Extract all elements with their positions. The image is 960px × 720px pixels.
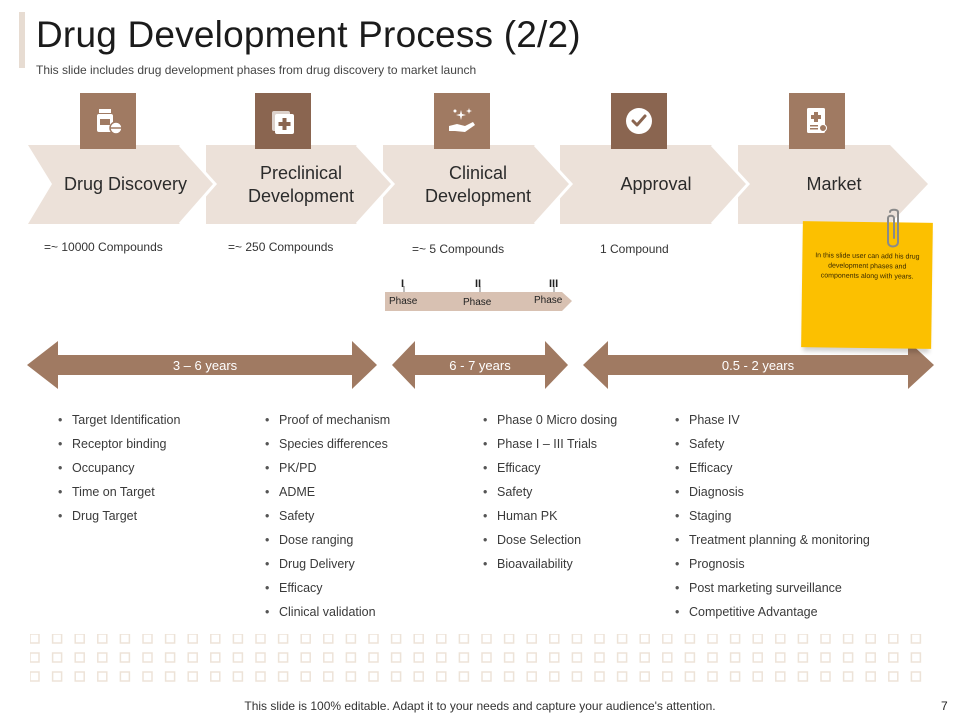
- phase-label-3: Phase: [534, 295, 563, 306]
- list-item: Phase IV: [675, 412, 870, 436]
- phase-numeral-3: III: [549, 278, 559, 290]
- phase-label-market: Market: [806, 174, 862, 194]
- list-item: Species differences: [265, 436, 390, 460]
- chevron-preclinical: [206, 145, 393, 224]
- page-number: 7: [941, 699, 948, 713]
- phase-label-2: Phase: [463, 297, 492, 308]
- phase-label-preclinical: Preclinical Development: [247, 162, 355, 206]
- medicine-bottle-icon: [80, 93, 136, 149]
- list-item: Efficacy: [483, 460, 617, 484]
- phase-label-approval: Approval: [620, 174, 692, 194]
- list-item: Time on Target: [58, 484, 180, 508]
- list-item: Drug Target: [58, 508, 180, 532]
- phase-label-drug-discovery: Drug Discovery: [63, 174, 188, 194]
- list-item: Phase I – III Trials: [483, 436, 617, 460]
- list-item: Human PK: [483, 508, 617, 532]
- duration-label-1: 3 – 6 years: [172, 358, 238, 373]
- chevron-market: [738, 145, 928, 224]
- list-item: Safety: [483, 484, 617, 508]
- duration-arrow-1: [27, 341, 377, 389]
- paperclip-icon: [887, 208, 899, 248]
- phase-numeral-1: I: [401, 278, 405, 290]
- duration-label-2: 6 - 7 years: [449, 358, 511, 373]
- duration-arrow-3: [583, 341, 934, 389]
- list-item: Dose Selection: [483, 532, 617, 556]
- hand-sparkle-icon: [434, 93, 490, 149]
- footer-text: This slide is 100% editable. Adapt it to…: [244, 699, 716, 713]
- list-item: Safety: [675, 436, 870, 460]
- compounds-preclinical: =~ 250 Compounds: [228, 240, 334, 254]
- list-item: Occupancy: [58, 460, 180, 484]
- list-item: Drug Delivery: [265, 556, 390, 580]
- list-item: Target Identification: [58, 412, 180, 436]
- clinical-phase-arrow: [385, 292, 572, 311]
- list-item: Bioavailability: [483, 556, 617, 580]
- compounds-drug-discovery: =~ 10000 Compounds: [44, 240, 163, 254]
- list-item: Clinical validation: [265, 604, 390, 628]
- duration-arrow-2: [392, 341, 568, 389]
- chevron-drug-discovery: [28, 145, 215, 224]
- phase-numeral-2: II: [475, 278, 482, 290]
- list-discovery: Target Identification Receptor binding O…: [58, 412, 180, 532]
- list-item: Post marketing surveillance: [675, 580, 870, 604]
- list-item: Receptor binding: [58, 436, 180, 460]
- list-item: Treatment planning & monitoring: [675, 532, 870, 556]
- chevron-approval: [560, 145, 748, 224]
- compounds-approval: 1 Compound: [600, 242, 669, 256]
- list-item: Safety: [265, 508, 390, 532]
- list-preclinical: Proof of mechanism Species differences P…: [265, 412, 390, 628]
- list-clinical: Phase 0 Micro dosing Phase I – III Trial…: [483, 412, 617, 580]
- list-market: Phase IV Safety Efficacy Diagnosis Stagi…: [675, 412, 870, 628]
- list-item: Prognosis: [675, 556, 870, 580]
- list-item: Dose ranging: [265, 532, 390, 556]
- list-item: ADME: [265, 484, 390, 508]
- medical-report-icon: [789, 93, 845, 149]
- list-item: Diagnosis: [675, 484, 870, 508]
- title-accent-bar: [19, 12, 25, 68]
- chevron-clinical: [383, 145, 571, 224]
- compounds-clinical: =~ 5 Compounds: [412, 242, 505, 256]
- duration-label-3: 0.5 - 2 years: [721, 358, 795, 373]
- list-item: Staging: [675, 508, 870, 532]
- list-item: Efficacy: [265, 580, 390, 604]
- list-item: Proof of mechanism: [265, 412, 390, 436]
- list-item: Phase 0 Micro dosing: [483, 412, 617, 436]
- phase-label-clinical: Clinical Development: [424, 162, 532, 206]
- list-item: PK/PD: [265, 460, 390, 484]
- sticky-note: In this slide user can add his drug deve…: [801, 221, 933, 349]
- decorative-dot-pattern: [30, 634, 922, 682]
- first-aid-box-icon: [255, 93, 311, 149]
- page-title: Drug Development Process (2/2): [36, 14, 581, 55]
- phase-label-1: Phase: [389, 296, 418, 307]
- checkmark-circle-icon: [611, 93, 667, 149]
- page-subtitle: This slide includes drug development pha…: [36, 63, 477, 77]
- list-item: Efficacy: [675, 460, 870, 484]
- sticky-note-text: In this slide user can add his drug deve…: [815, 252, 920, 281]
- list-item: Competitive Advantage: [675, 604, 870, 628]
